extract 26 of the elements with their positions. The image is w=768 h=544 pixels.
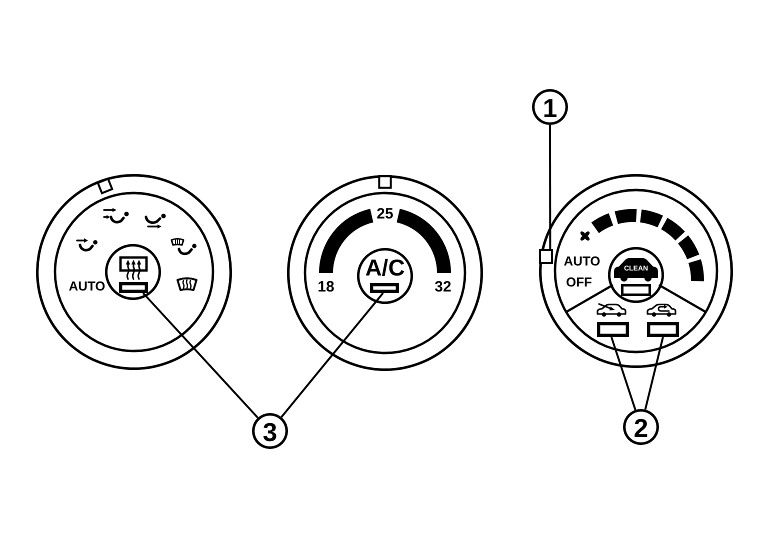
leader-line (644, 336, 664, 410)
leader-line (280, 292, 384, 418)
callout-number: 2 (634, 414, 648, 440)
temperature-label: 32 (434, 280, 452, 294)
control-dial (36, 174, 232, 370)
callout-number: 1 (542, 94, 558, 120)
push-button (647, 322, 679, 337)
push-button (119, 282, 148, 293)
dial-knob (357, 248, 413, 304)
indicator-lamp (539, 249, 553, 264)
knob-label: A/C (365, 256, 405, 280)
temperature-label: 25 (376, 206, 394, 222)
callout-number: 3 (262, 418, 278, 444)
control-dial (287, 175, 483, 371)
dial-knob (105, 244, 161, 300)
temperature-label: 18 (318, 280, 334, 294)
leader-line (549, 125, 552, 249)
dial-knob (608, 247, 664, 303)
push-button (370, 283, 399, 293)
leader-line (142, 292, 259, 418)
fan-mode-label: OFF (566, 276, 592, 288)
push-button (597, 322, 629, 337)
control-dial (539, 174, 733, 368)
fan-mode-label: AUTO (564, 254, 600, 268)
mode-label: AUTO (68, 279, 106, 292)
leader-line (610, 336, 636, 410)
